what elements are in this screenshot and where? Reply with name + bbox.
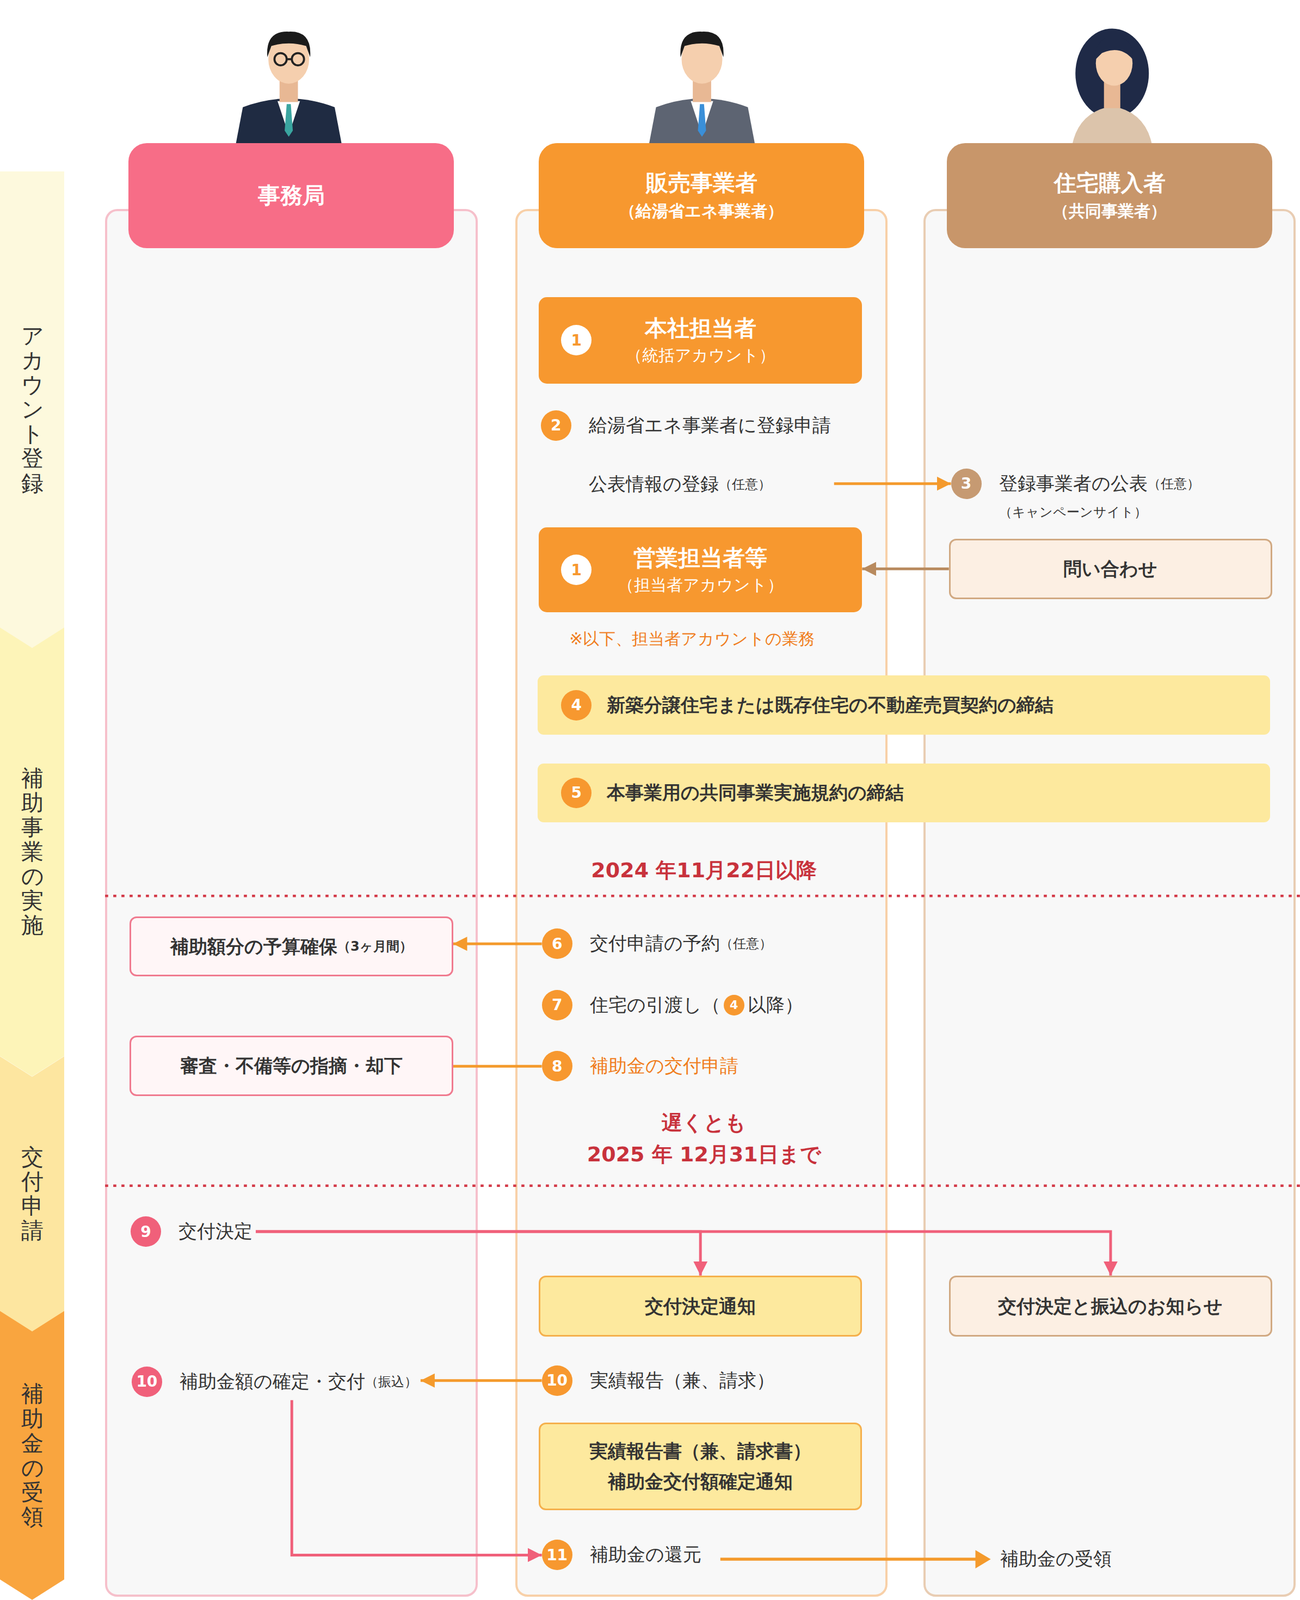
step-band: 5 本事業用の共同事業実施規約の締結: [537, 763, 1271, 823]
box-text: 問い合わせ: [1063, 553, 1158, 584]
step-text: 新築分譲住宅または既存住宅の不動産売買契約の締結: [606, 692, 1054, 718]
flow-arrow: [453, 942, 542, 946]
lane-subtitle: （共同事業者）: [1052, 198, 1167, 224]
lane-title: 事務局: [257, 179, 325, 212]
step-text: 住宅の引渡し（: [589, 992, 721, 1018]
phase-band: 交付申請: [0, 1056, 65, 1332]
step-item: 8 補助金の交付申請: [541, 1050, 739, 1082]
phase-band: アカウント登録: [0, 171, 65, 649]
step-number: 4: [561, 689, 592, 721]
flow-arrow: [420, 1378, 542, 1382]
box-text: 交付決定通知: [644, 1290, 756, 1322]
step-number: 5: [561, 777, 592, 809]
step-text: （振込）: [365, 1372, 418, 1391]
step-text: 補助金額の確定・交付: [179, 1369, 366, 1395]
step-item: 10 実績報告（兼、請求）: [541, 1365, 775, 1396]
person-seller: [648, 31, 757, 151]
step-number: 6: [541, 928, 573, 959]
step-text: 以降）: [747, 992, 804, 1018]
box-title: 本社担当者: [644, 312, 757, 344]
step-number: 10: [541, 1365, 573, 1396]
step-text: 給湯省エネ事業者に登録申請: [588, 413, 831, 439]
arrow-line: [720, 1557, 978, 1561]
step-item: 9 交付決定: [130, 1216, 253, 1247]
lane-header: 事務局: [128, 143, 454, 249]
step-text: 登録事業者の公表: [999, 471, 1148, 497]
step-number: 7: [541, 989, 573, 1021]
phase-label: アカウント登録: [21, 323, 44, 496]
step-number: 8: [541, 1050, 573, 1082]
box-title: 営業担当者等: [633, 542, 768, 574]
step-number: 10: [131, 1366, 163, 1397]
lane-subtitle: （給湯省エネ事業者）: [619, 198, 784, 224]
account-box: 1 本社担当者（統括アカウント）: [538, 297, 862, 384]
step-item: 6 交付申請の予約（任意）: [541, 928, 773, 959]
step-text: 交付申請の予約: [589, 931, 720, 957]
step-text: 補助金の還元: [589, 1542, 702, 1568]
step-number: 11: [541, 1539, 573, 1570]
note: ※以下、担当者アカウントの業務: [569, 627, 815, 650]
step-item: 10 補助金額の確定・交付（振込）: [131, 1366, 418, 1397]
step-item: 2 給湯省エネ事業者に登録申請公表情報の登録（任意）: [540, 410, 831, 501]
phase-band: 補助金の受領: [0, 1310, 65, 1600]
step-item: 11 補助金の還元: [541, 1539, 702, 1570]
inline-number: 4: [723, 994, 745, 1016]
process-box: 交付決定と振込のお知らせ: [949, 1275, 1273, 1338]
lane-header: 販売事業者（給湯省エネ事業者）: [538, 143, 865, 249]
phase-label: 補助金の受領: [21, 1381, 44, 1530]
step-text: 交付決定: [178, 1218, 253, 1244]
lane-title: 住宅購入者: [1054, 167, 1166, 199]
step-number: 2: [540, 410, 572, 441]
step-text: 本事業用の共同事業実施規約の締結: [606, 780, 904, 806]
step-number: 9: [130, 1216, 162, 1247]
lane-column: 事務局補助額分の予算確保（3ヶ月間） 審査・不備等の指摘・却下 9 交付決定 10 補助金…: [105, 143, 478, 1598]
phase-label: 補助事業の実施: [21, 766, 44, 939]
person-office: [234, 31, 343, 151]
process-box: 問い合わせ: [949, 538, 1273, 600]
step-text: （任意）: [719, 934, 773, 953]
box-text: 補助額分の予算確保: [170, 931, 338, 962]
deadline-note: 遅くとも: [661, 1108, 747, 1137]
lane-panel: [923, 208, 1296, 1597]
process-box: 補助額分の予算確保（3ヶ月間）: [129, 916, 453, 977]
phase-band: 補助事業の実施: [0, 627, 65, 1077]
box-subtitle: （統括アカウント）: [625, 343, 776, 368]
account-box: 1 営業担当者等（担当者アカウント）: [538, 527, 862, 613]
step-item: 3 登録事業者の公表（任意） （キャンペーンサイト）: [951, 468, 1200, 528]
flow-arrow: [861, 567, 949, 571]
process-box: 実績報告書（兼、請求書）補助金交付額確定通知: [538, 1422, 862, 1511]
flow-arrow: [834, 482, 952, 485]
step-text: 実績報告（兼、請求）: [589, 1368, 775, 1394]
box-text: 交付決定と振込のお知らせ: [997, 1290, 1223, 1322]
step-item: 7 住宅の引渡し（4以降）: [541, 989, 804, 1021]
lane-column: 住宅購入者（共同事業者） 3 登録事業者の公表（任意） （キャンペーンサイト） 問い合わ…: [923, 143, 1296, 1598]
phase-label: 交付申請: [21, 1144, 44, 1243]
process-box: 審査・不備等の指摘・却下: [129, 1035, 453, 1096]
process-box: 交付決定通知: [538, 1275, 862, 1338]
box-text: 審査・不備等の指摘・却下: [180, 1050, 403, 1081]
step-text: （任意）: [1147, 475, 1200, 493]
deadline-note: 2024 年11月22日以降: [590, 856, 817, 885]
lane-title: 販売事業者: [645, 167, 758, 199]
lane-header: 住宅購入者（共同事業者）: [946, 143, 1273, 249]
box-text: （3ヶ月間）: [337, 931, 413, 962]
step-text: 補助金の交付申請: [589, 1053, 739, 1079]
box-subtitle: （担当者アカウント）: [617, 573, 784, 597]
step-number: 1: [561, 324, 592, 356]
flow-arrow: [453, 1064, 542, 1068]
step-text: （任意）: [718, 475, 772, 494]
step-text: 公表情報の登録: [588, 471, 719, 497]
box-text: 補助金交付額確定通知: [607, 1465, 793, 1497]
person-buyer: [1071, 28, 1154, 151]
step-number: 3: [951, 468, 982, 499]
receive-label: 補助金の受領: [1000, 1546, 1112, 1572]
deadline-note: 2025 年 12月31日まで: [587, 1140, 822, 1168]
box-text: 実績報告書（兼、請求書）: [589, 1435, 812, 1466]
step-text: （キャンペーンサイト）: [999, 503, 1148, 521]
step-number: 1: [561, 554, 592, 585]
step-band: 4 新築分譲住宅または既存住宅の不動産売買契約の締結: [537, 675, 1271, 735]
